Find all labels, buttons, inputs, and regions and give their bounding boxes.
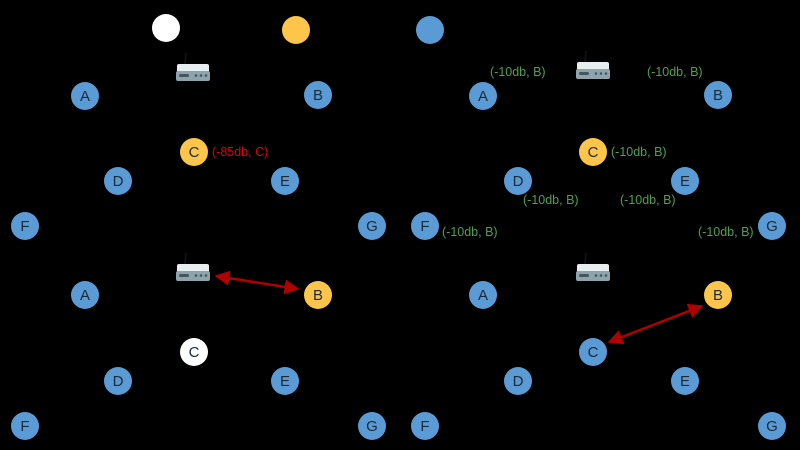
node-f-panel3: F — [11, 412, 39, 440]
node-a-panel3: A — [71, 281, 99, 309]
wireless-router-icon — [576, 50, 610, 79]
node-e-panel3: E — [271, 367, 299, 395]
node-c-panel2: C — [579, 138, 607, 166]
signal-annotation-f-panel2: (-10db, B) — [442, 225, 498, 239]
unlabeled-node-yellow — [282, 16, 310, 44]
node-f-panel1: F — [11, 212, 39, 240]
unlabeled-node-white — [152, 14, 180, 42]
node-c-panel4: C — [579, 338, 607, 366]
node-b-panel1: B — [304, 81, 332, 109]
node-e-panel2: E — [671, 167, 699, 195]
signal-annotation-c-panel1: (-85db, C) — [212, 145, 269, 159]
arrow-router-to-b-panel3 — [214, 270, 300, 295]
signal-annotation-b-panel2: (-10db, B) — [647, 65, 703, 79]
arrow-c-to-b-panel4 — [607, 303, 704, 345]
wireless-router-panel4 — [573, 252, 613, 286]
node-g-panel2: G — [758, 212, 786, 240]
node-g-panel3: G — [358, 412, 386, 440]
node-e-panel1: E — [271, 167, 299, 195]
signal-annotation-e-panel2: (-10db, B) — [620, 193, 676, 207]
signal-annotation-a-panel2: (-10db, B) — [490, 65, 546, 79]
wireless-router-icon — [176, 252, 210, 281]
node-a-panel4: A — [469, 281, 497, 309]
node-b-panel4: B — [704, 281, 732, 309]
signal-annotation-c-panel2: (-10db, B) — [611, 145, 667, 159]
unlabeled-node-blue — [416, 16, 444, 44]
wireless-router-panel2 — [573, 50, 613, 84]
node-a-panel2: A — [469, 82, 497, 110]
signal-annotation-g-panel2: (-10db, B) — [698, 225, 754, 239]
node-a-panel1: A — [71, 82, 99, 110]
wireless-router-icon — [576, 252, 610, 281]
node-g-panel1: G — [358, 212, 386, 240]
wireless-router-panel1 — [173, 52, 213, 86]
signal-annotation-d-panel2: (-10db, B) — [523, 193, 579, 207]
node-c-panel3: C — [180, 338, 208, 366]
node-b-panel2: B — [704, 81, 732, 109]
node-c-panel1: C — [180, 138, 208, 166]
node-g-panel4: G — [758, 412, 786, 440]
wireless-router-icon — [176, 52, 210, 81]
node-b-panel3: B — [304, 281, 332, 309]
node-d-panel2: D — [504, 167, 532, 195]
node-f-panel2: F — [411, 212, 439, 240]
node-d-panel3: D — [104, 367, 132, 395]
node-d-panel1: D — [104, 167, 132, 195]
node-e-panel4: E — [671, 367, 699, 395]
node-d-panel4: D — [504, 367, 532, 395]
node-f-panel4: F — [411, 412, 439, 440]
wireless-router-panel3 — [173, 252, 213, 286]
